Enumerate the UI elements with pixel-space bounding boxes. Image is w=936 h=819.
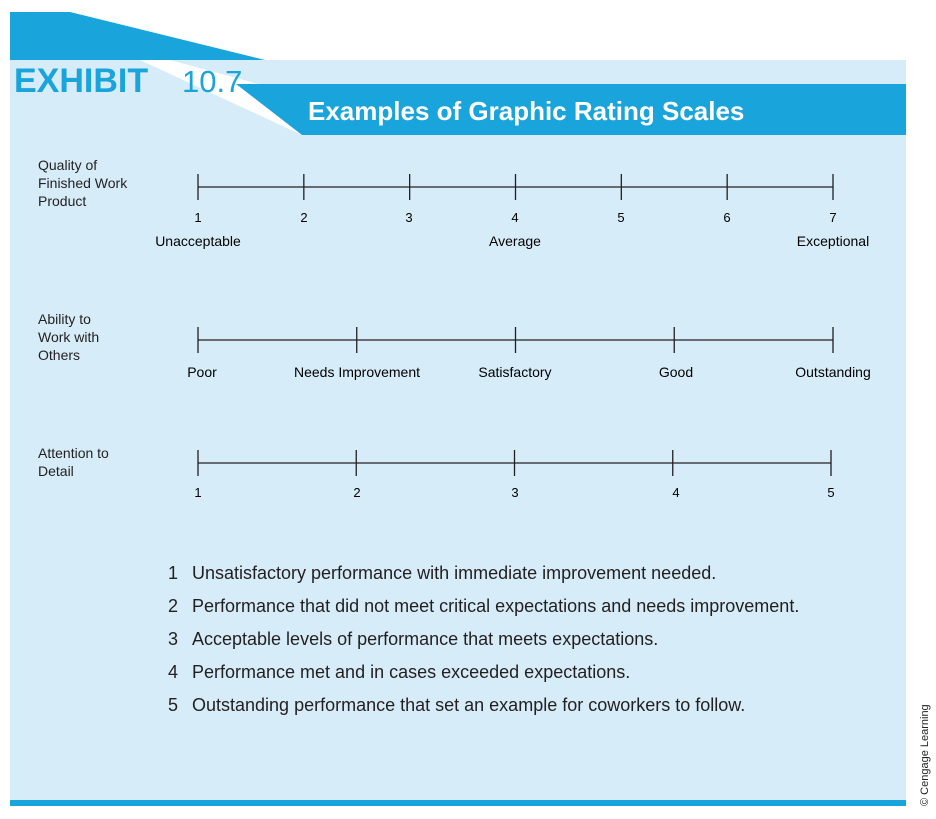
tick-number: 4: [672, 485, 679, 500]
anchor-label: Poor: [187, 364, 217, 380]
tick-number: 1: [194, 485, 201, 500]
bottom-rule: [10, 800, 906, 806]
anchor-label: Good: [659, 364, 693, 380]
definition-number: 1: [168, 563, 179, 583]
definition-item: 1 Unsatisfactory performance with immedia…: [168, 562, 828, 585]
copyright-notice: © Cengage Learning: [919, 704, 931, 806]
anchor-label: Unacceptable: [155, 233, 241, 249]
tick-number: 3: [405, 210, 412, 225]
tick-number: 6: [723, 210, 730, 225]
definition-item: 3 Acceptable levels of performance that m…: [168, 628, 828, 651]
tick-number: 2: [353, 485, 360, 500]
rating-definitions: 1 Unsatisfactory performance with immedia…: [168, 562, 828, 727]
scale-label-detail: Attention to Detail: [38, 445, 109, 479]
definition-item: 5 Outstanding performance that set an exa…: [168, 694, 762, 717]
page-title: Examples of Graphic Rating Scales: [308, 96, 745, 126]
anchor-label: Satisfactory: [478, 364, 551, 380]
definition-text: Unsatisfactory performance with immediat…: [192, 563, 717, 583]
exhibit-panel: [10, 60, 906, 800]
anchor-label: Average: [489, 233, 541, 249]
definition-number: 2: [168, 596, 179, 616]
anchor-label: Needs Improvement: [294, 364, 420, 380]
definition-item: 2 Performance that did not meet critical …: [168, 595, 802, 618]
tick-number: 5: [617, 210, 624, 225]
anchor-label: Outstanding: [795, 364, 871, 380]
definition-number: 3: [168, 629, 179, 649]
tick-number: 3: [511, 485, 518, 500]
scale-label-teamwork: Ability to Work with Others: [38, 311, 100, 363]
anchor-label: Exceptional: [797, 233, 869, 249]
tick-number: 2: [300, 210, 307, 225]
exhibit-number: 10.7: [182, 64, 243, 99]
exhibit-tab-shape: [10, 12, 265, 60]
tick-number: 7: [829, 210, 836, 225]
scale-label-quality: Quality of Finished Work Product: [38, 157, 128, 209]
definition-item: 4 Performance met and in cases exceeded e…: [168, 661, 828, 684]
definition-number: 5: [168, 695, 179, 715]
definition-text: Performance met and in cases exceeded ex…: [192, 662, 631, 682]
title-banner: [140, 60, 906, 135]
definition-number: 4: [168, 662, 179, 682]
definition-text: Outstanding performance that set an exam…: [192, 695, 746, 715]
tick-number: 4: [511, 210, 518, 225]
exhibit-label: EXHIBIT: [14, 62, 149, 100]
definition-text: Performance that did not meet critical e…: [192, 596, 800, 616]
definition-text: Acceptable levels of performance that me…: [192, 629, 659, 649]
tick-number: 5: [827, 485, 834, 500]
tick-number: 1: [194, 210, 201, 225]
